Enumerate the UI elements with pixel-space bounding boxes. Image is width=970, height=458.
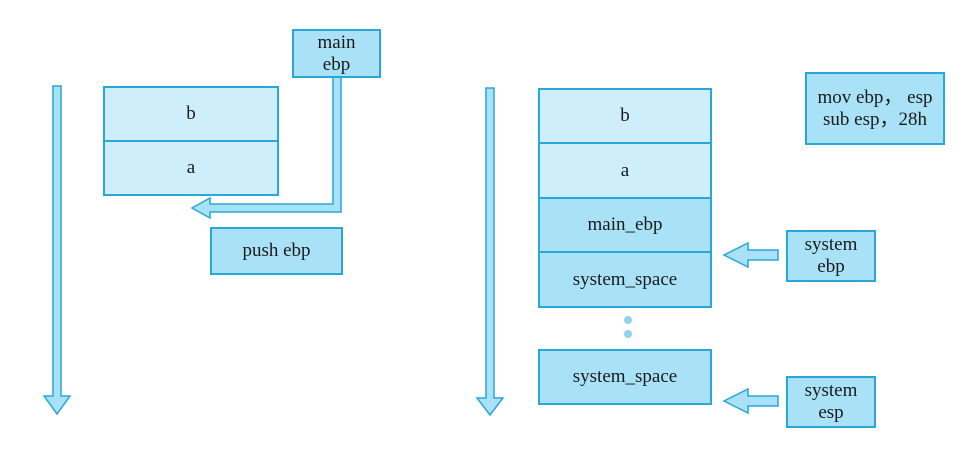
- right-stack-cell-b: b: [540, 90, 710, 144]
- right-stack-direction-arrow: [475, 87, 505, 417]
- main-ebp-label: main ebp: [292, 29, 381, 78]
- main-ebp-pointer-arrow: [190, 76, 342, 220]
- right-stack-bottom-cell-system-space: system_space: [538, 349, 712, 405]
- system-ebp-label-line2: ebp: [817, 256, 845, 277]
- ellipsis-dot-1: [624, 316, 632, 324]
- system-esp-label: system esp: [786, 376, 876, 428]
- ellipsis-dot-2: [624, 330, 632, 338]
- system-ebp-label: system ebp: [786, 230, 876, 282]
- right-stack: b a main_ebp system_space: [538, 88, 712, 308]
- left-stack: b a: [103, 86, 279, 196]
- system-ebp-pointer-arrow: [722, 241, 779, 269]
- instruction-mov-ebp-esp: mov ebp， esp: [817, 86, 933, 108]
- right-stack-cell-main-ebp: main_ebp: [540, 199, 710, 253]
- system-esp-label-line2: esp: [818, 402, 844, 423]
- right-stack-cell-a: a: [540, 144, 710, 199]
- instructions-box: mov ebp， esp sub esp，28h: [805, 72, 945, 145]
- system-esp-pointer-arrow: [722, 387, 779, 415]
- main-ebp-label-line2: ebp: [322, 53, 351, 75]
- system-ebp-label-line1: system: [804, 234, 858, 255]
- left-stack-cell-b: b: [105, 88, 277, 142]
- system-esp-label-line1: system: [804, 380, 858, 401]
- left-stack-direction-arrow: [42, 85, 72, 416]
- left-stack-cell-a: a: [186, 157, 196, 178]
- main-ebp-label-line1: main: [317, 31, 356, 53]
- right-stack-cell-system-space: system_space: [540, 253, 710, 306]
- push-ebp-instruction: push ebp: [210, 227, 343, 275]
- instruction-sub-esp: sub esp，28h: [823, 108, 927, 130]
